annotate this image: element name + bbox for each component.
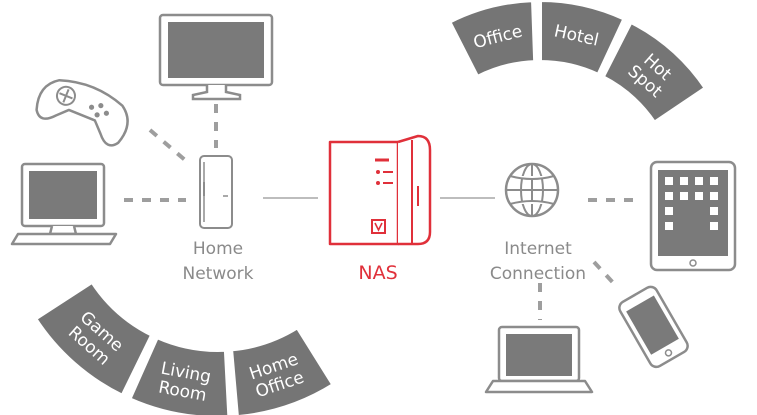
laptop-icon xyxy=(484,325,594,394)
internet-segment-2 xyxy=(538,0,628,78)
home-segment-1 xyxy=(32,278,155,399)
internet-segment-3 xyxy=(599,19,709,126)
tablet-icon xyxy=(649,160,737,272)
home-segment-3 xyxy=(228,324,337,415)
nas-icon xyxy=(328,134,432,246)
home-segment-2 xyxy=(126,334,232,415)
internet-label-line2: Connection xyxy=(490,264,586,284)
gamepad-icon xyxy=(35,78,129,147)
connections xyxy=(124,104,640,320)
internet-segment-1 xyxy=(446,0,538,80)
desktop-icon xyxy=(10,162,118,246)
link-gamepad-router xyxy=(148,128,187,162)
home-network-label-line1: Home xyxy=(193,239,243,259)
smartphone-icon xyxy=(618,285,689,369)
home-network-label-line2: Network xyxy=(183,264,254,284)
link-globe-phone xyxy=(592,260,620,290)
globe-icon xyxy=(504,162,560,218)
nas-label: NAS xyxy=(358,262,397,284)
internet-label-line1: Internet xyxy=(504,239,572,259)
router-icon xyxy=(199,155,233,229)
monitor-icon xyxy=(158,13,274,101)
